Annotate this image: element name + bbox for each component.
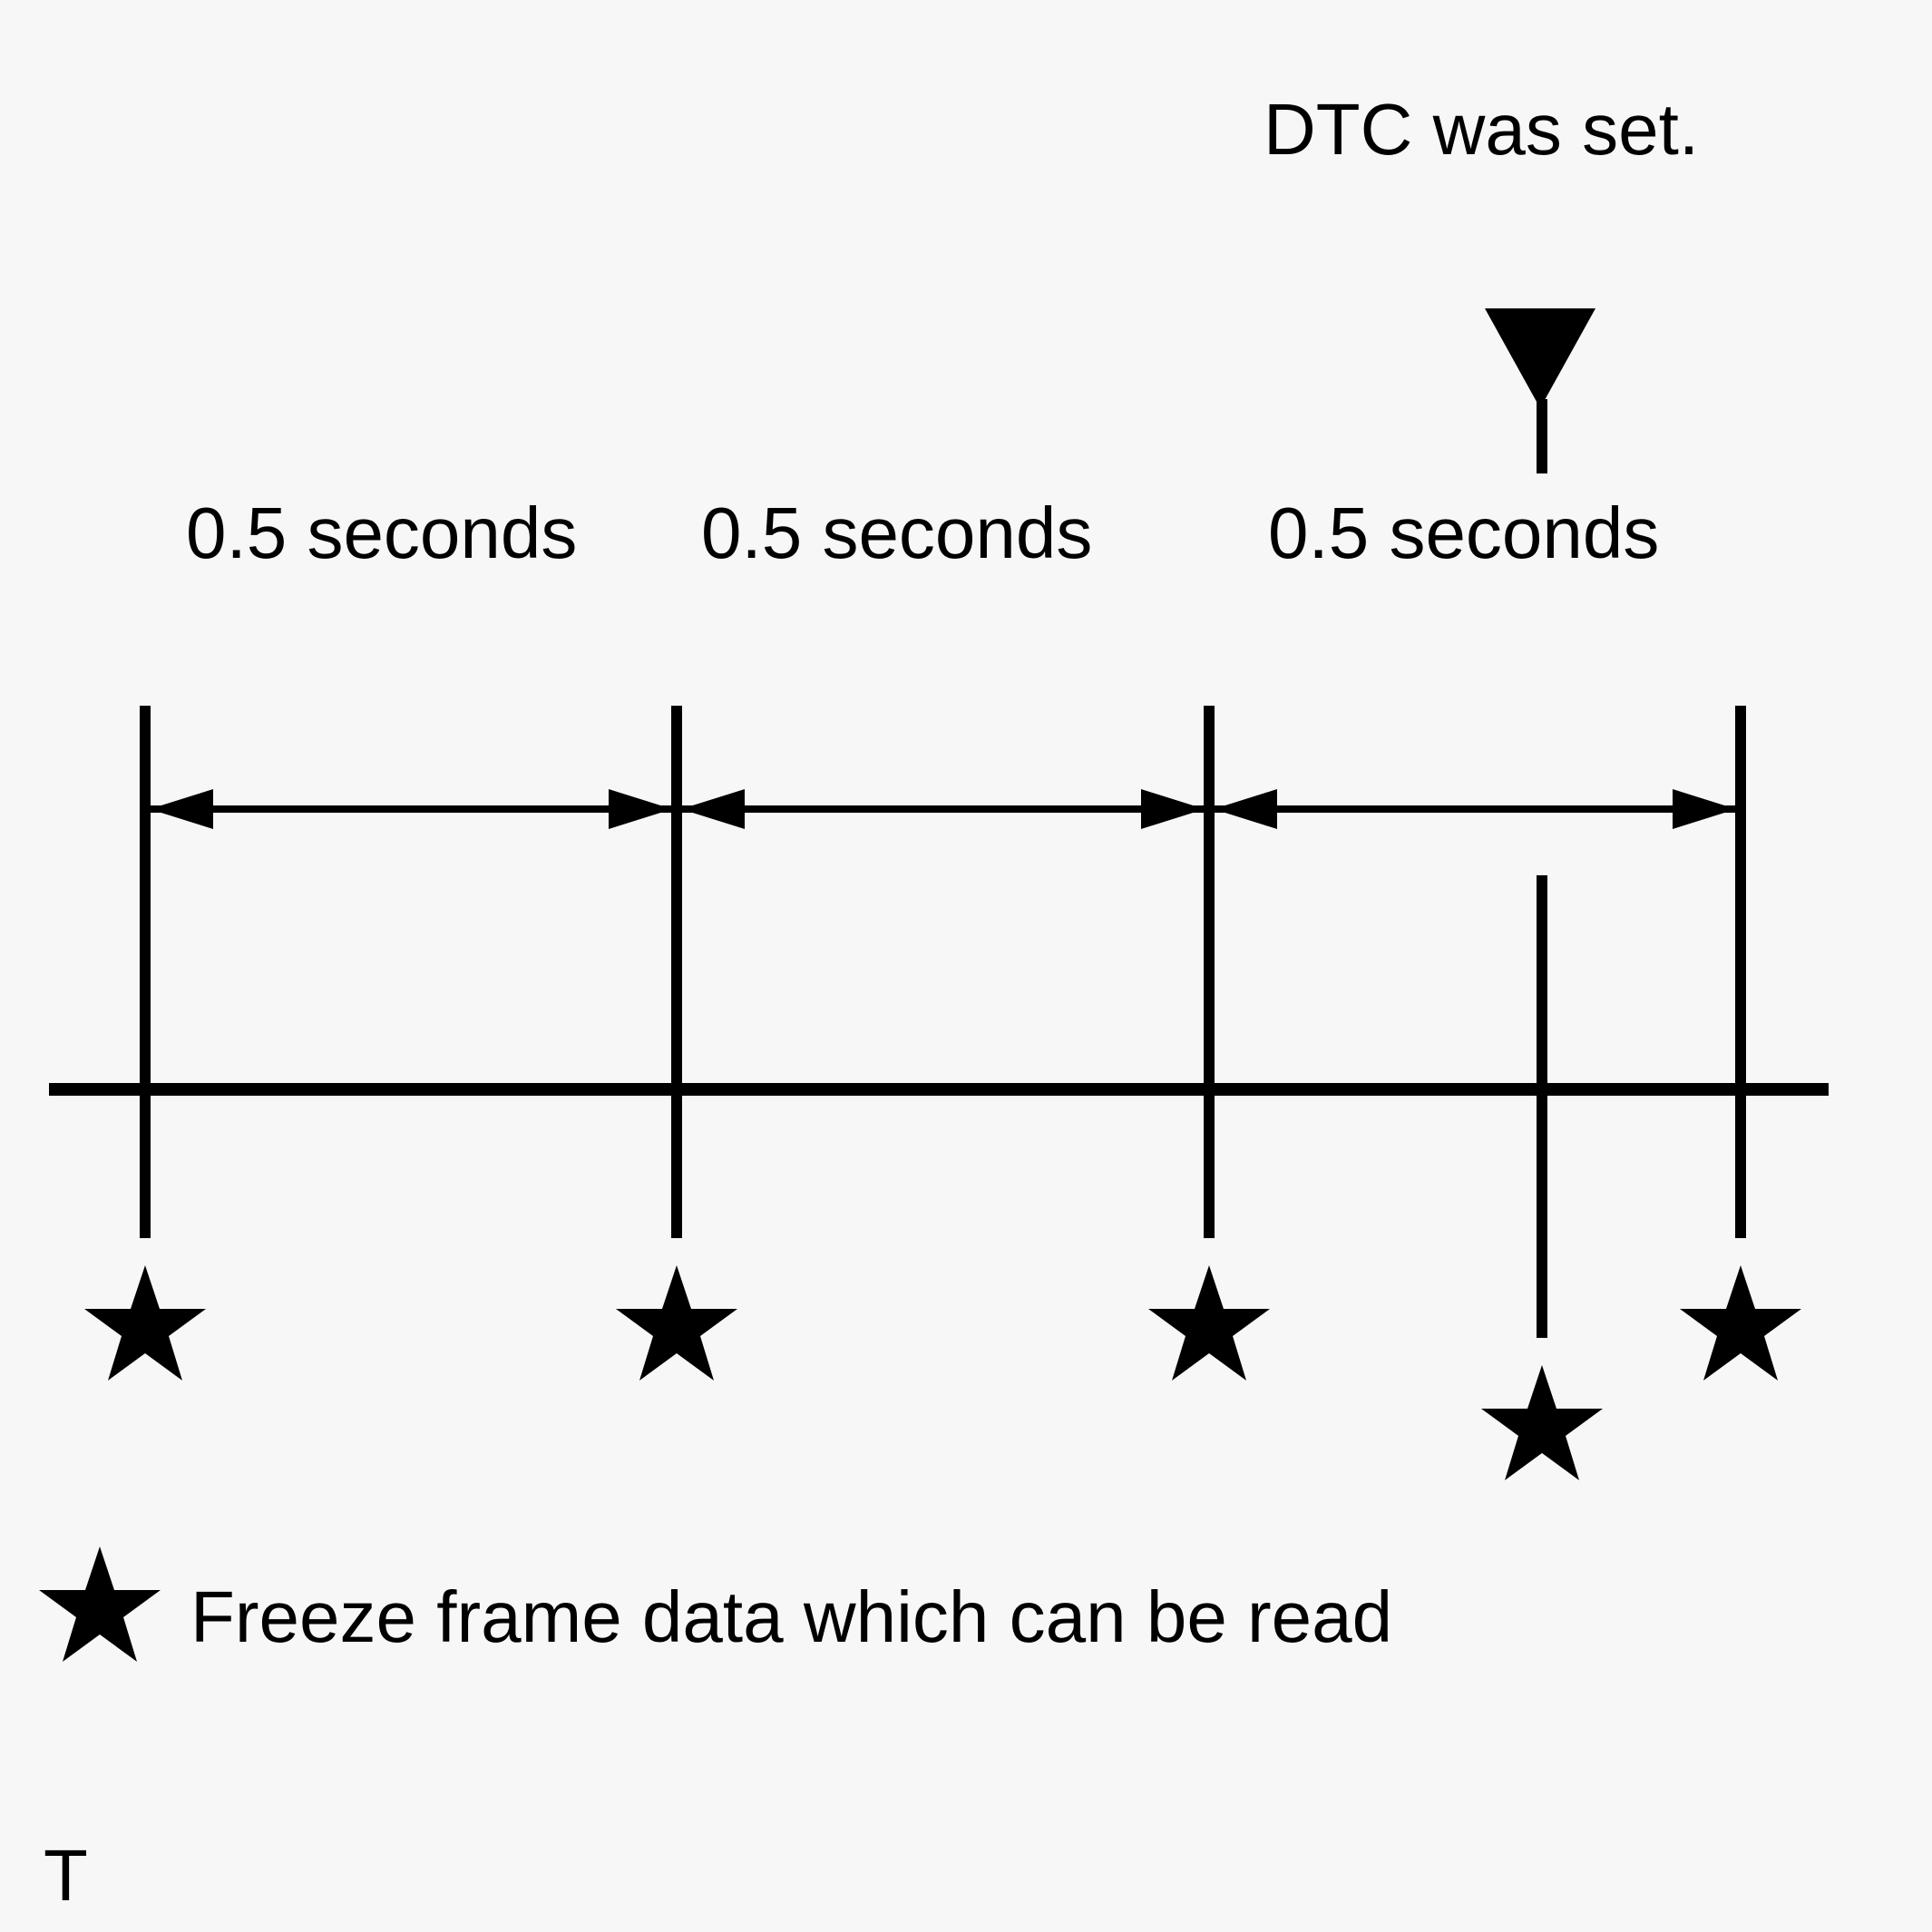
dtc-marker-triangle-icon: [1485, 308, 1595, 408]
interval-arrow-2: [681, 789, 1205, 829]
dtc-set-label: DTC was set.: [1264, 89, 1699, 170]
interval-label-1: 0.5 seconds: [186, 493, 577, 573]
corner-label: T: [44, 1835, 88, 1916]
star-icon: [1680, 1265, 1801, 1381]
star-icon: [1148, 1265, 1270, 1381]
star-icon: [1481, 1365, 1603, 1480]
interval-arrow-1: [150, 789, 672, 829]
interval-arrow-3: [1214, 789, 1736, 829]
legend-star-icon: [39, 1547, 161, 1662]
interval-label-2: 0.5 seconds: [701, 493, 1092, 573]
interval-label-3: 0.5 seconds: [1268, 493, 1659, 573]
legend-label: Freeze frame data which can be read: [190, 1576, 1392, 1657]
star-icon: [616, 1265, 737, 1381]
star-icon: [84, 1265, 206, 1381]
